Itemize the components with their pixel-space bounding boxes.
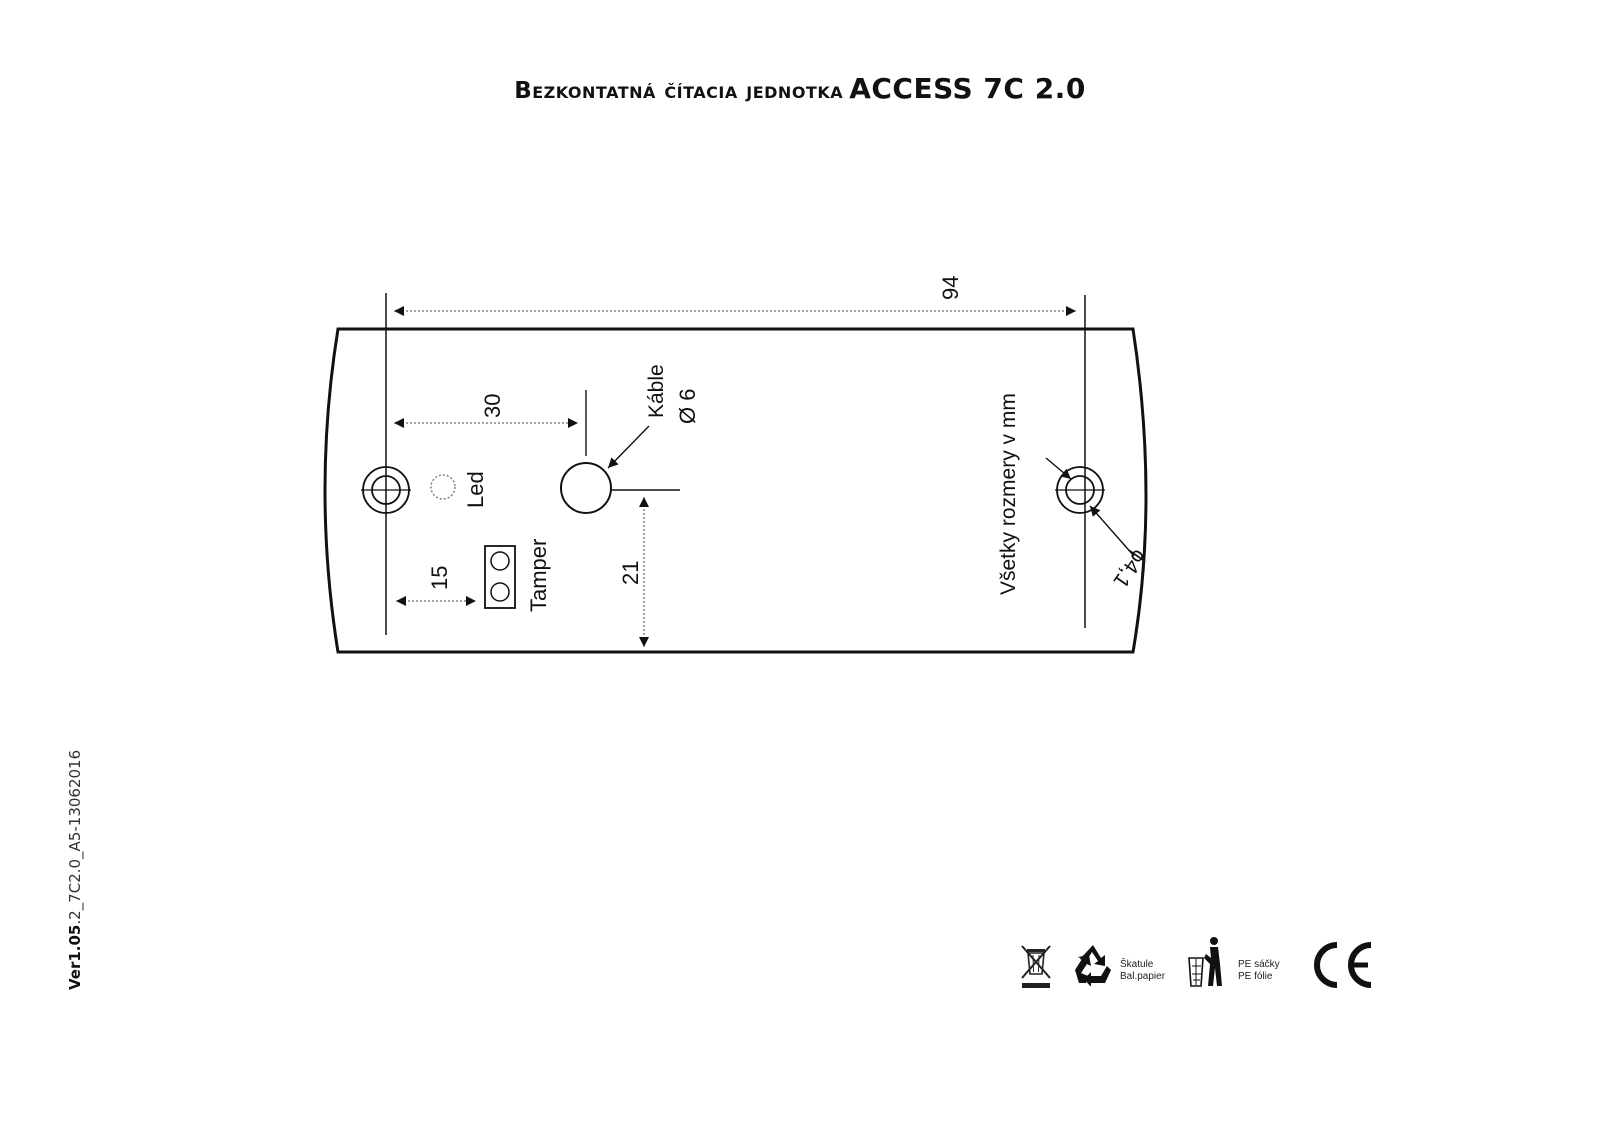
tamper-label: Tamper (526, 539, 551, 612)
ce-mark-icon (1314, 942, 1372, 988)
led-label: Led (463, 471, 488, 508)
dim-94-label: 94 (938, 276, 963, 300)
hole-diameter-arrow-out (1089, 505, 1135, 557)
right-mounting-hole (1055, 466, 1105, 514)
left-mounting-hole (361, 466, 411, 514)
recycle-text: Škatule Bal.papier (1120, 959, 1165, 983)
tidyman-bin-icon (1188, 937, 1222, 987)
device-outline (323, 327, 1148, 654)
title-part-1: Bezkontatná čítacia jednotka (514, 78, 844, 104)
dim-30-label: 30 (480, 394, 505, 418)
tamper-switch (484, 545, 516, 609)
dim-15-label: 15 (427, 566, 452, 590)
tidyman-text-line-1: PE sáčky (1238, 959, 1280, 970)
cable-diameter-label: Ø 6 (675, 389, 700, 424)
cable-hole (560, 462, 612, 514)
cable-pointer-arrow (607, 425, 650, 469)
cable-label: Káble (645, 364, 668, 418)
weee-crossed-bin-icon (1021, 945, 1051, 988)
tidyman-text-line-2: PE fólie (1238, 971, 1273, 982)
tidyman-text: PE sáčky PE fólie (1238, 959, 1280, 983)
title-part-2: ACCESS 7C 2.0 (849, 72, 1086, 105)
recycle-text-line-2: Bal.papier (1120, 971, 1166, 982)
hole-diameter-arrow-in (1045, 457, 1072, 480)
dim-21-label: 21 (618, 561, 643, 585)
recycle-text-line-1: Škatule (1120, 959, 1154, 970)
recycle-icon (1075, 945, 1111, 986)
page-title: Bezkontatná čítacia jednotka ACCESS 7C 2… (0, 72, 1600, 105)
disposal-logos: Škatule Bal.papier PE sáčky PE fólie (1018, 937, 1378, 996)
led-indicator (430, 474, 456, 500)
units-note: Všetky rozmery v mm (997, 393, 1020, 595)
